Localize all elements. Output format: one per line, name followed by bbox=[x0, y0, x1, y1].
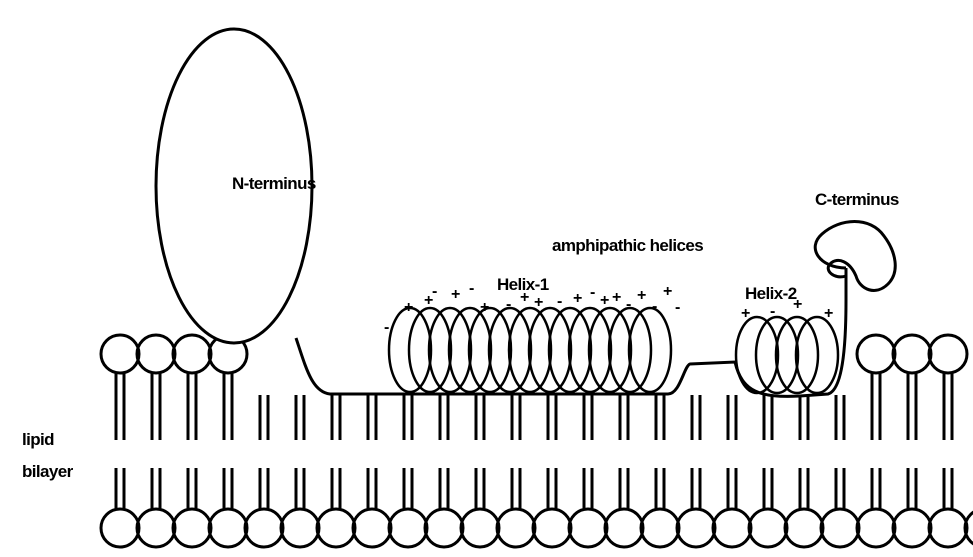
helix-2-charge-sign: - bbox=[770, 303, 775, 320]
helix-2-charge-sign: + bbox=[741, 305, 750, 322]
lipid-label-line2: bilayer bbox=[22, 456, 73, 488]
lipid-label-line1: lipid bbox=[22, 424, 73, 456]
lipid-head bbox=[137, 509, 175, 547]
helix-1-charge-sign: - bbox=[675, 299, 680, 316]
c-terminus-label: C-terminus bbox=[815, 190, 899, 210]
lipid-head bbox=[605, 509, 643, 547]
lipid-head bbox=[965, 509, 973, 547]
helix-1-charge-sign: + bbox=[612, 289, 621, 306]
lipid-head bbox=[173, 335, 211, 373]
lipid-head bbox=[425, 509, 463, 547]
helix-1-charge-sign: - bbox=[626, 296, 631, 313]
helix-1-charge-sign: + bbox=[534, 294, 543, 311]
lipid-head bbox=[173, 509, 211, 547]
helix-1-label: Helix-1 bbox=[497, 275, 549, 295]
lipid-head bbox=[353, 509, 391, 547]
lipid-head bbox=[677, 509, 715, 547]
helix-1-charge-sign: - bbox=[384, 319, 389, 336]
lipid-head bbox=[893, 335, 931, 373]
lipid-head bbox=[785, 509, 823, 547]
protein-backbone bbox=[156, 29, 895, 396]
helix-1-charge-sign: + bbox=[663, 283, 672, 300]
helix-1-charge-sign: + bbox=[637, 287, 646, 304]
lipid-head bbox=[749, 509, 787, 547]
helix-1-charge-sign: - bbox=[469, 280, 474, 297]
lipid-head bbox=[209, 509, 247, 547]
helix-1-charge-sign: + bbox=[451, 286, 460, 303]
lipid-head bbox=[713, 509, 751, 547]
helix-1-charge-sign: - bbox=[652, 298, 657, 315]
lipid-bilayer-label: lipid bilayer bbox=[22, 424, 73, 488]
helix-1-charge-sign: + bbox=[573, 290, 582, 307]
lipid-head bbox=[569, 509, 607, 547]
helix-1-coils bbox=[389, 308, 671, 392]
lipid-head bbox=[929, 509, 967, 547]
helix-1-charge-sign: - bbox=[557, 293, 562, 310]
lipid-head bbox=[893, 509, 931, 547]
lipid-head bbox=[497, 509, 535, 547]
helix-1-charge-sign: + bbox=[600, 292, 609, 309]
lipid-head bbox=[317, 509, 355, 547]
helix-2-label: Helix-2 bbox=[745, 284, 797, 304]
lipid-head bbox=[929, 335, 967, 373]
helix-1-charge-sign: - bbox=[432, 283, 437, 300]
lipid-head bbox=[857, 335, 895, 373]
lipid-head bbox=[821, 509, 859, 547]
lipid-head bbox=[857, 509, 895, 547]
lipid-head bbox=[461, 509, 499, 547]
helix-1-charge-sign: - bbox=[506, 296, 511, 313]
lipid-head bbox=[101, 335, 139, 373]
amphipathic-helices-label: amphipathic helices bbox=[552, 236, 703, 256]
lipid-head bbox=[245, 509, 283, 547]
helix-2-coils bbox=[736, 317, 838, 393]
helix-1-charge-sign: + bbox=[480, 299, 489, 316]
lipid-head bbox=[641, 509, 679, 547]
helix-1-charge-sign: + bbox=[404, 299, 413, 316]
helix-2-charge-sign: + bbox=[824, 305, 833, 322]
lipid-head bbox=[389, 509, 427, 547]
lipid-head bbox=[101, 509, 139, 547]
lipid-head bbox=[137, 335, 175, 373]
helix-1-charge-sign: - bbox=[590, 284, 595, 301]
lipid-head bbox=[281, 509, 319, 547]
n-terminus-label: N-terminus bbox=[232, 174, 316, 194]
lipid-head bbox=[533, 509, 571, 547]
c-terminus-domain bbox=[815, 222, 895, 291]
